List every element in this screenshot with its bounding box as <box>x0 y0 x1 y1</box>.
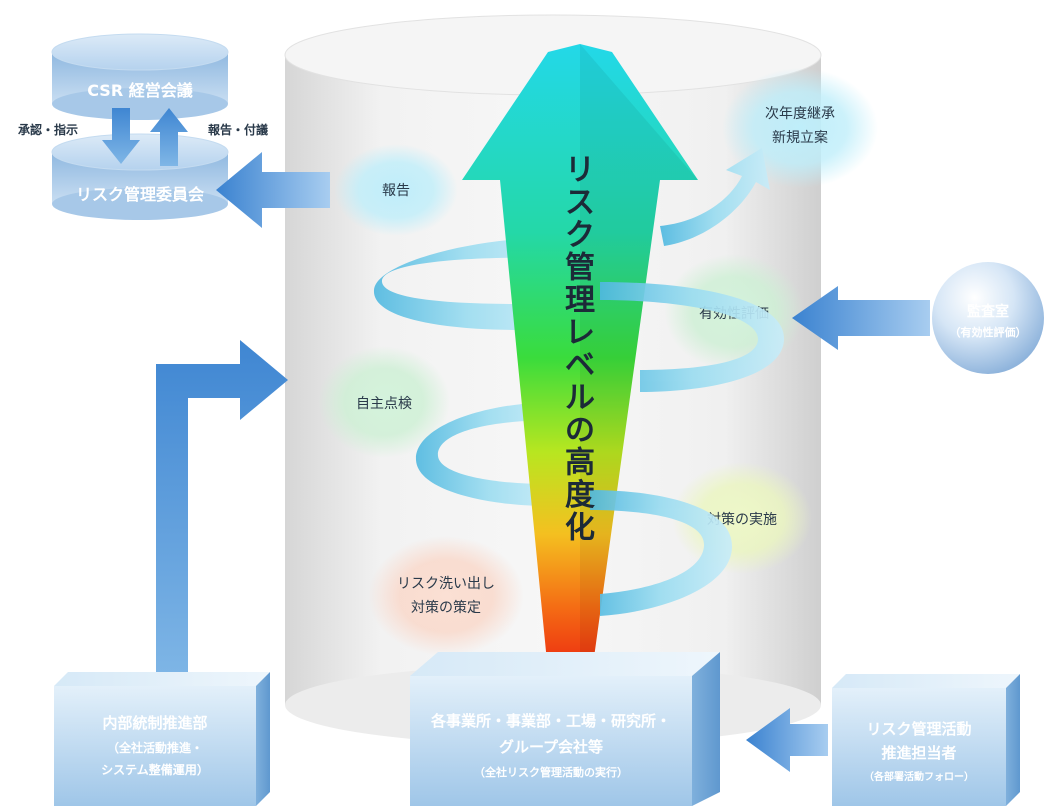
report-arrow-left <box>216 152 330 228</box>
bubble-report-label: 報告 <box>382 183 410 199</box>
box-promoter-line3: （各部署活動フォロー） <box>864 770 974 783</box>
box-internal-line2: （全社活動推進・ <box>107 740 203 755</box>
box-internal-control: 内部統制推進部 （全社活動推進・ システム整備運用） <box>54 672 270 806</box>
bubble-report: 報告 <box>334 144 458 236</box>
central-arrow-label: リスク管理レベルの高度化 <box>565 153 595 546</box>
bubble-risk-identify: リスク洗い出し 対策の策定 <box>368 536 524 656</box>
box-sites-line3: （全社リスク管理活動の実行） <box>474 765 628 779</box>
bubble-self-check-label: 自主点検 <box>356 396 412 412</box>
central-arrow <box>462 44 698 672</box>
db-stack: CSR 経営会議 リスク管理委員会 <box>51 33 229 220</box>
approve-arrow-down <box>102 108 140 164</box>
central-arrow-text: リスク管理レベルの高度化 <box>565 153 595 546</box>
audit-office: 監査室 （有効性評価） <box>932 262 1044 374</box>
box-internal-line3: システム整備運用） <box>101 762 209 777</box>
box-promoter-line1: リスク管理活動 <box>866 720 971 738</box>
box-promoter-line2: 推進担当者 <box>881 744 956 762</box>
bubble-self-check: 自主点検 <box>318 346 450 458</box>
box-promoter: リスク管理活動 推進担当者 （各部署活動フォロー） <box>832 674 1020 806</box>
bubble-next-year-line1: 次年度継承 <box>765 106 835 122</box>
bubble-measures-label: 対策の実施 <box>707 511 777 528</box>
audit-sub-label: （有効性評価） <box>950 325 1027 339</box>
box-sites-line1: 各事業所・事業部・工場・研究所・ <box>430 712 671 730</box>
promoter-arrow-left <box>746 708 828 772</box>
internal-control-arrow <box>156 340 288 680</box>
bubble-risk-identify-line2: 対策の策定 <box>411 599 481 616</box>
spiral-ribbon-front <box>590 148 785 616</box>
box-internal-line1: 内部統制推進部 <box>102 714 207 732</box>
report-propose-label: 報告・付議 <box>208 122 268 137</box>
box-sites: 各事業所・事業部・工場・研究所・ グループ会社等 （全社リスク管理活動の実行） <box>410 652 720 806</box>
audit-label: 監査室 <box>967 303 1009 320</box>
audit-arrow-left <box>792 286 930 350</box>
db-lower-label: リスク管理委員会 <box>76 185 204 204</box>
approve-label: 承認・指示 <box>18 122 78 137</box>
report-arrow-up <box>150 108 188 166</box>
bubble-next-year-line2: 新規立案 <box>772 129 828 146</box>
box-sites-line2: グループ会社等 <box>499 738 603 756</box>
bubble-risk-identify-line1: リスク洗い出し <box>397 576 495 592</box>
db-upper-label: CSR 経営会議 <box>87 81 192 100</box>
